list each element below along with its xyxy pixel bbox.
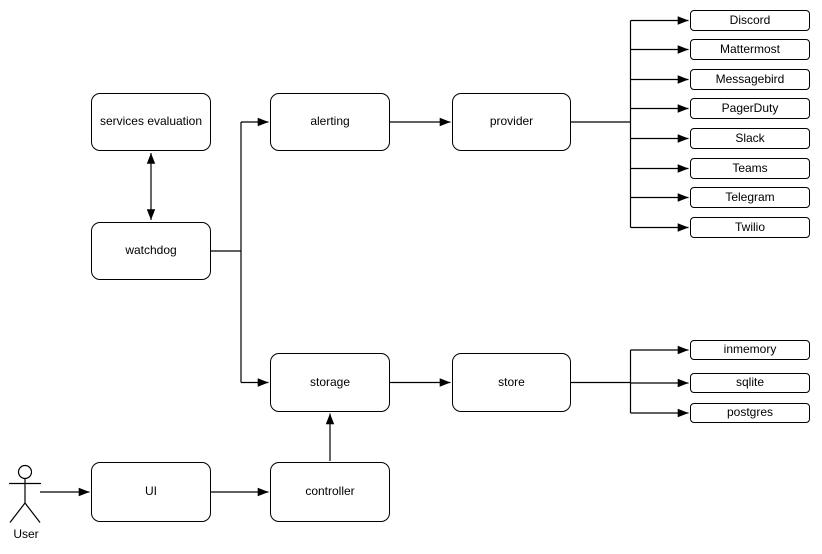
node-twilio: Twilio (690, 217, 810, 238)
node-watchdog: watchdog (91, 222, 211, 280)
node-telegram: Telegram (690, 187, 810, 208)
node-mattermost: Mattermost (690, 39, 810, 60)
node-storage: storage (270, 353, 390, 412)
node-ui: UI (91, 462, 211, 522)
user-right-leg (24, 502, 41, 523)
node-messagebird: Messagebird (690, 69, 810, 90)
node-store: store (452, 353, 571, 412)
node-sqlite: sqlite (690, 373, 810, 393)
node-controller: controller (270, 462, 390, 522)
node-discord: Discord (690, 10, 810, 31)
node-inmemory: inmemory (690, 340, 810, 360)
node-alerting: alerting (270, 93, 390, 151)
user-actor-label: User (13, 527, 39, 541)
node-teams: Teams (690, 158, 810, 179)
user-actor-icon (9, 464, 41, 523)
node-services-evaluation: services evaluation (91, 93, 211, 151)
node-pagerduty: PagerDuty (690, 98, 810, 119)
node-postgres: postgres (690, 403, 810, 423)
node-slack: Slack (690, 128, 810, 149)
user-head (17, 464, 33, 480)
node-provider: provider (452, 93, 571, 151)
user-left-leg (9, 502, 26, 523)
